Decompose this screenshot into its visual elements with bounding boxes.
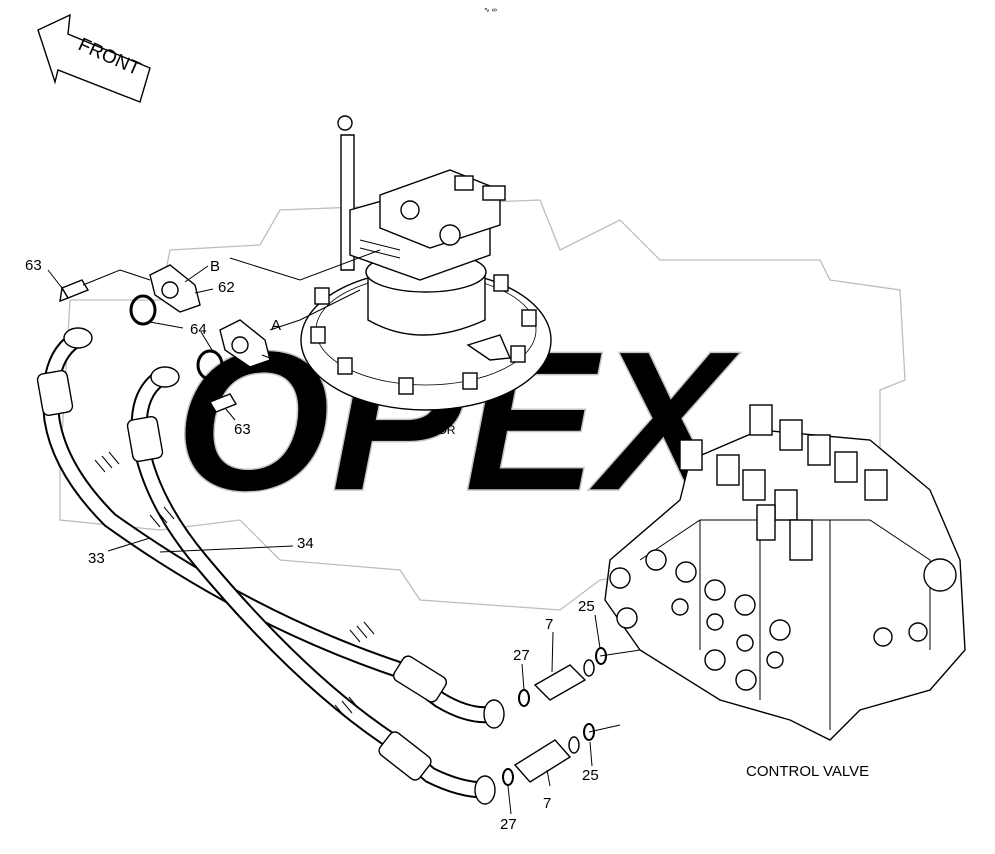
callout-64: 64 (190, 321, 207, 338)
callout-34: 34 (297, 535, 314, 552)
callout-27-top: 27 (513, 647, 530, 664)
control-valve (604, 404, 966, 741)
hoses (36, 327, 505, 805)
leader-lines (47, 249, 641, 815)
callout-7-bot: 7 (543, 795, 551, 812)
callout-25-bot: 25 (582, 767, 599, 784)
front-arrow: FRONT (37, 13, 151, 103)
callout-B: B (210, 258, 220, 275)
flange-a-group (196, 319, 271, 413)
callout-62-mid: 62 (281, 360, 298, 377)
callout-A: A (271, 317, 281, 334)
callouts: 63 B 62 64 A 62 63 33 34 25 7 27 25 7 27 (25, 257, 599, 833)
top-mark: ∿ ∞ (484, 7, 497, 14)
flange-b-group (59, 264, 201, 326)
swing-motor (300, 115, 552, 411)
callout-33: 33 (88, 550, 105, 567)
callout-63-mid: 63 (234, 421, 251, 438)
adapters (502, 647, 607, 786)
callout-7-top: 7 (545, 616, 553, 633)
callout-25-top: 25 (578, 598, 595, 615)
motor-bolts (310, 274, 537, 395)
callout-62-top: 62 (218, 279, 235, 296)
valve-spools (679, 404, 888, 561)
callout-27-bot: 27 (500, 816, 517, 833)
callout-63-top: 63 (25, 257, 42, 274)
swing-motor-label: SWING MOTOR (367, 423, 456, 437)
valve-ports (609, 549, 957, 691)
control-valve-label: CONTROL VALVE (746, 763, 869, 780)
